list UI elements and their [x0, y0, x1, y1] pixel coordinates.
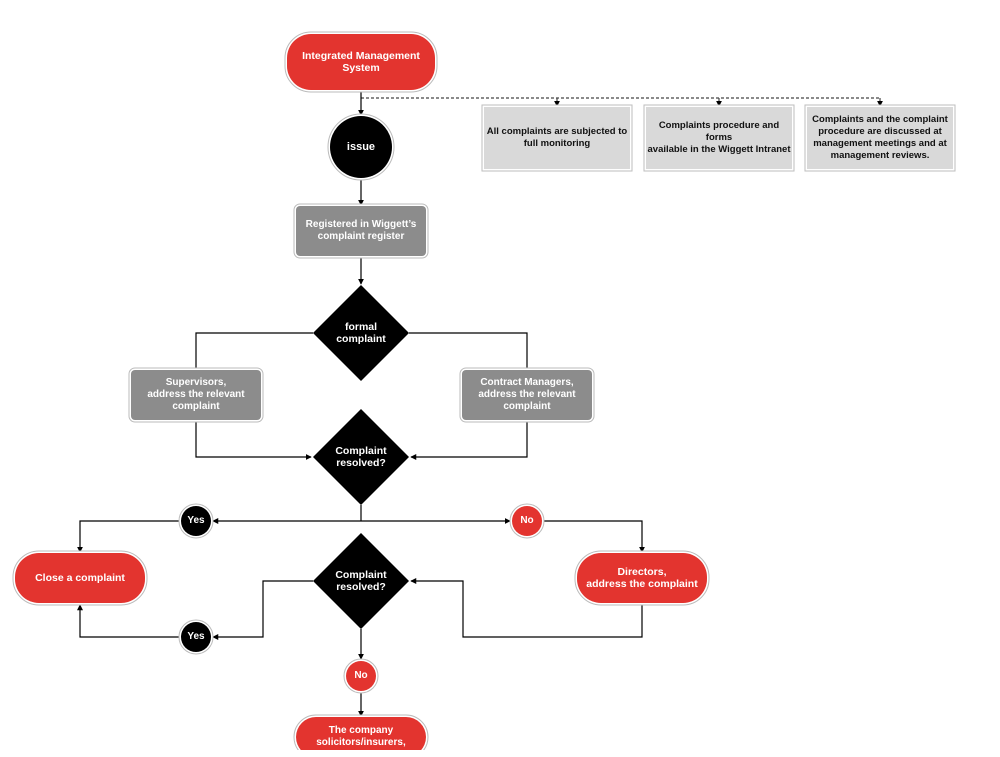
- yes-2-node[interactable]: [178, 619, 214, 655]
- close-node[interactable]: [12, 550, 148, 606]
- note-box-2: [643, 104, 795, 172]
- note-box-3: [804, 104, 956, 172]
- no-to-directors: [542, 520, 645, 553]
- resolved-2-to-yes: [212, 580, 313, 640]
- note-box-1: [481, 104, 633, 172]
- yes-to-close-2: [77, 604, 181, 638]
- shapes: [12, 31, 956, 750]
- register-node[interactable]: [293, 203, 429, 259]
- contract-managers-node[interactable]: [459, 367, 595, 423]
- no-1-node[interactable]: [509, 503, 545, 539]
- yes-to-close: [77, 520, 181, 553]
- supervisors-node[interactable]: [128, 367, 264, 423]
- supervisors-to-resolved: [195, 420, 312, 460]
- no-2-node[interactable]: [343, 658, 379, 694]
- connectors: [77, 90, 883, 717]
- issue-node[interactable]: [327, 113, 395, 181]
- company-node[interactable]: [293, 714, 429, 750]
- directors-node[interactable]: [574, 550, 710, 606]
- formal-to-supervisors: [195, 332, 313, 369]
- resolved-2-node[interactable]: [313, 533, 409, 629]
- start-node[interactable]: [284, 31, 438, 93]
- formal-to-contract-managers: [409, 332, 528, 369]
- formal-node[interactable]: [313, 285, 409, 381]
- yes-1-node[interactable]: [178, 503, 214, 539]
- contract-managers-to-resolved: [410, 420, 528, 460]
- resolved-1-node[interactable]: [313, 409, 409, 505]
- directors-to-resolved-2: [410, 578, 643, 638]
